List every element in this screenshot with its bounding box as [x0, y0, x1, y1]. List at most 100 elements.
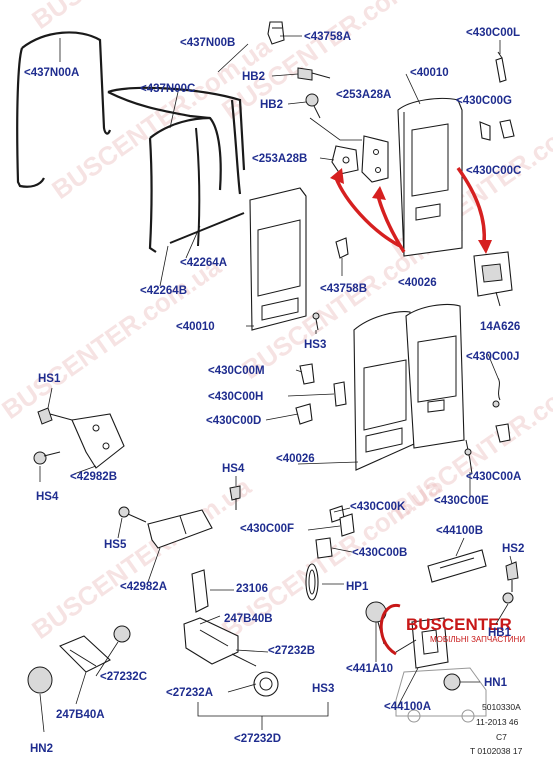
label-42982A: <42982A: [120, 581, 167, 593]
bolt-HS2: [505, 561, 519, 592]
logo-swoosh-icon: [379, 604, 401, 656]
cap-27232C: [113, 625, 131, 643]
label-HS1: HS1: [38, 373, 61, 385]
label-43758B: <43758B: [320, 283, 367, 295]
van-sketch: [395, 667, 487, 723]
label-430C00M: <430C00M: [208, 365, 265, 377]
leader-line: [309, 117, 362, 141]
bolt-HB2-lower: [305, 93, 321, 119]
label-27232C: <27232C: [100, 671, 147, 683]
label-HS4-right: HS4: [222, 463, 245, 475]
label-HB2-lower: HB2: [260, 99, 283, 111]
seal-42264A: [169, 212, 245, 244]
rear-door-40026-right: [405, 303, 465, 449]
label-HN1: HN1: [484, 677, 508, 689]
label-430C00A: <430C00A: [466, 471, 521, 483]
hinge-42982A: [147, 509, 213, 549]
seal-42264B: [195, 127, 201, 247]
label-441A10: <441A10: [346, 663, 393, 675]
bolt-HS5: [118, 506, 147, 523]
label-430C00G: <430C00G: [456, 95, 512, 107]
part-430C00J: [492, 377, 501, 408]
label-43758A: <43758A: [304, 31, 351, 43]
label-HS3-upper: HS3: [304, 339, 326, 351]
seal-437N00A: [16, 31, 112, 188]
bracket-247B40B: [183, 617, 239, 665]
label-430C00K: <430C00K: [350, 501, 406, 513]
label-42264A: <42264A: [180, 257, 227, 269]
label-40010-middle: <40010: [176, 321, 215, 333]
bolt-HB1: [502, 592, 514, 604]
reference-line-3: C7: [496, 732, 507, 742]
buscenter-logo: BUSCENTER МОБІЛЬНІ ЗАПЧАСТИНИ: [379, 604, 525, 656]
part-23106: [191, 569, 209, 613]
rear-door-40010-right: [397, 97, 463, 257]
part-430C00G: [479, 119, 515, 141]
label-430C00J: <430C00J: [466, 351, 519, 363]
label-HB1: HB1: [488, 627, 512, 639]
label-HS3-lower: HS3: [312, 683, 334, 695]
label-430C00C: <430C00C: [466, 165, 521, 177]
hinge-253A28A: [361, 135, 389, 183]
label-44100A: <44100A: [384, 701, 431, 713]
label-layer: <437N00A <437N00B <437N00C <43758A HB2 H…: [24, 27, 524, 755]
spring-HP1: [305, 563, 319, 601]
label-27232A: <27232A: [166, 687, 213, 699]
seal-437N00C: [107, 86, 246, 253]
label-HP1: HP1: [346, 581, 369, 593]
label-27232B: <27232B: [268, 645, 315, 657]
label-437N00B: <437N00B: [180, 37, 235, 49]
label-247B40A: 247B40A: [56, 709, 105, 721]
label-253A28A: <253A28A: [336, 89, 391, 101]
clip-43758B: [335, 237, 349, 259]
part-430C00H: [333, 381, 347, 407]
label-HS4-left: HS4: [36, 491, 59, 503]
bolt-HS4-upper: [33, 451, 61, 465]
watermark-text: BUSCENTER.com.ua: [26, 0, 257, 35]
label-430C00B: <430C00B: [352, 547, 407, 559]
bolt-HB2-upper: [297, 67, 331, 81]
label-253A28B: <253A28B: [252, 153, 307, 165]
part-430C00E: [464, 439, 473, 475]
label-430C00E: <430C00E: [434, 495, 489, 507]
label-HN2: HN2: [30, 743, 53, 755]
label-437N00C: <437N00C: [140, 83, 195, 95]
part-430C00B: [315, 537, 333, 559]
label-430C00L: <430C00L: [466, 27, 520, 39]
bolt-HS1: [37, 407, 73, 425]
part-430C00L: [495, 51, 507, 83]
label-27232D: <27232D: [234, 733, 281, 745]
label-430C00D: <430C00D: [206, 415, 261, 427]
lock-44100A: [395, 617, 449, 669]
leader-lines: [39, 35, 513, 733]
label-437N00A: <437N00A: [24, 67, 79, 79]
hinge-42982B: [71, 413, 125, 469]
bracket-247B40A: [59, 635, 111, 673]
reference-line-2: 11-2013 46: [476, 717, 519, 727]
rear-door-40026-left: [353, 311, 415, 471]
logo-tagline: МОБІЛЬНІ ЗАПЧАСТИНИ: [430, 635, 525, 644]
label-40026-top: <40026: [398, 277, 437, 289]
group-bracket: [197, 702, 329, 717]
hinge-253A28B: [331, 145, 359, 175]
part-430C00A: [495, 423, 511, 443]
label-247B40B: 247B40B: [224, 613, 273, 625]
part-430C00M: [299, 363, 315, 385]
bolt-HS4-lower: [229, 485, 241, 510]
label-HS2: HS2: [502, 543, 524, 555]
label-430C00F: <430C00F: [240, 523, 294, 535]
red-arrow-group: [330, 166, 492, 254]
screw-HS3-upper: [312, 312, 320, 331]
label-44100B: <44100B: [436, 525, 483, 537]
label-42264B: <42264B: [140, 285, 187, 297]
rear-door-40010-left: [249, 187, 307, 331]
part-27232B: [231, 653, 257, 667]
reference-line-1: 5010330A: [482, 702, 521, 712]
reference-block: 5010330A 11-2013 46 C7 T 0102038 17: [470, 702, 523, 756]
reference-line-4: T 0102038 17: [470, 746, 523, 756]
cap-HN1: [443, 673, 461, 691]
handle-44100B: [427, 549, 487, 583]
label-40026-middle: <40026: [276, 453, 315, 465]
label-23106: 23106: [236, 583, 268, 595]
